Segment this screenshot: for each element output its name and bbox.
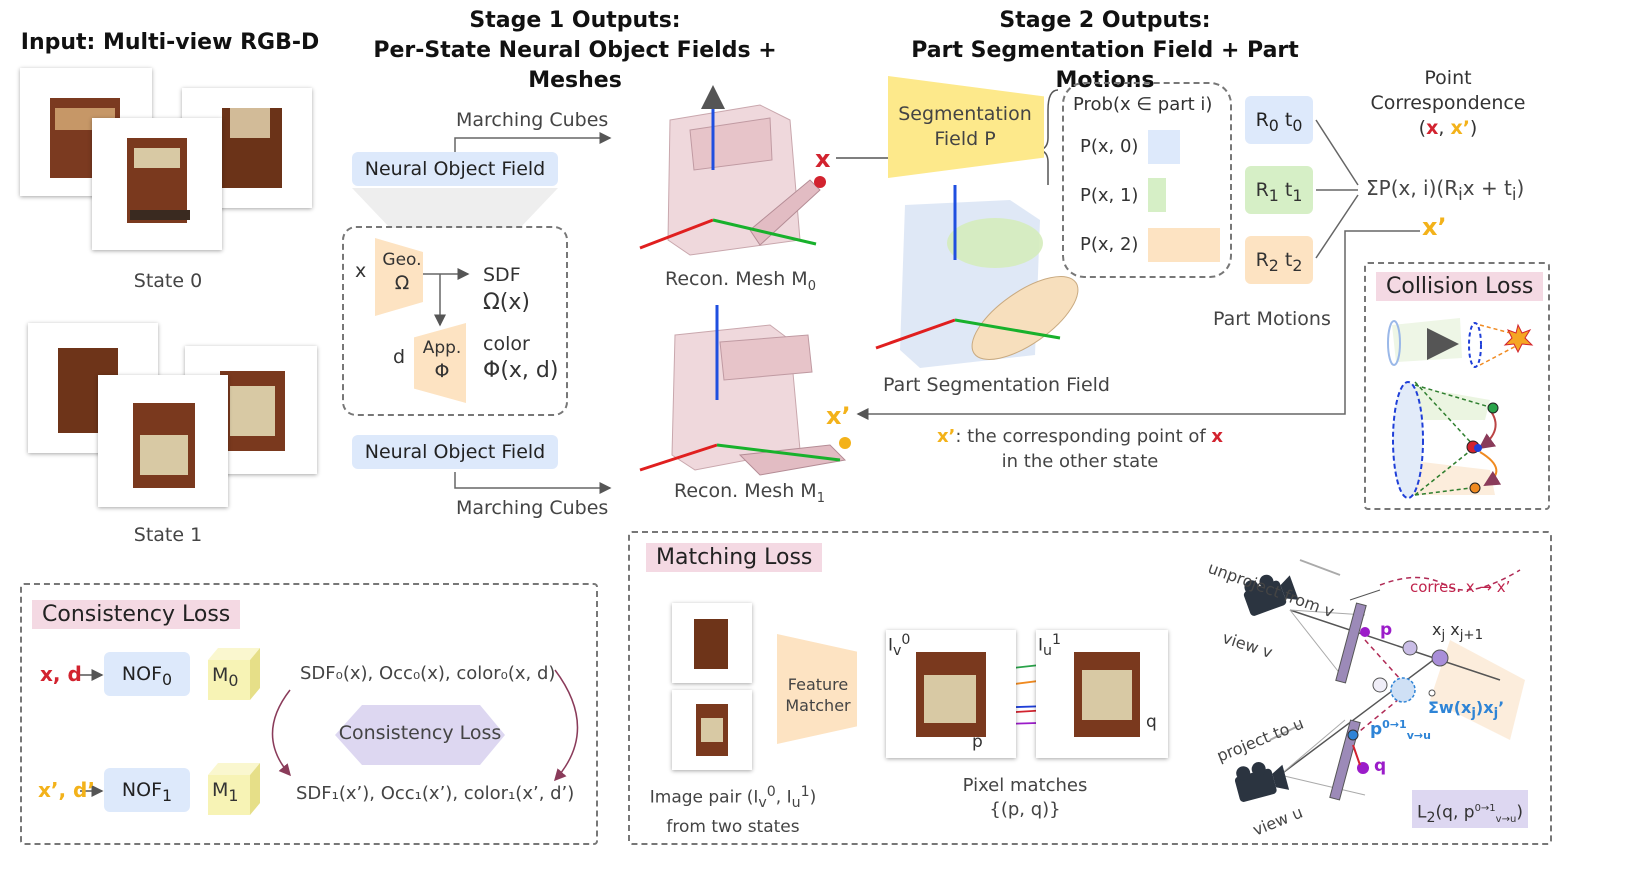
nof-detail-box [342, 226, 568, 416]
xj-label: xj xj+1 [1432, 620, 1484, 644]
marching-cubes-bottom-label: Marching Cubes [456, 497, 609, 519]
pixel-image-u [1036, 630, 1168, 758]
corres-label: corres. x → x’ [1410, 578, 1511, 596]
nof-input-d: d [393, 346, 406, 368]
p2-swatch [1148, 228, 1220, 262]
m0-label: M0 [212, 664, 239, 690]
app-symbol: Φ [434, 360, 450, 382]
consistency-center-label: Consistency Loss [338, 722, 502, 744]
m1-label: M1 [212, 779, 239, 805]
iv-label: Iv0 [888, 632, 911, 660]
ray-p-label: p [1380, 620, 1393, 640]
mesh1-drawing [639, 305, 851, 476]
match-q-label: q [1146, 712, 1157, 732]
part-motions-label: Part Motions [1213, 308, 1331, 330]
weighted-sum-label: Σw(xj)xj’ [1428, 698, 1505, 722]
feature-matcher-label: Feature Matcher [785, 675, 851, 715]
mesh1-label: Recon. Mesh M1 [674, 480, 825, 506]
input-photo-s1-c [98, 375, 228, 507]
stage2-title: Stage 2 Outputs: Part Segmentation Field… [870, 6, 1340, 96]
geo-label: Geo. [382, 250, 422, 270]
part-seg-drawing [875, 185, 1079, 368]
segmentation-field-label: Segmentation Field P [898, 103, 1032, 150]
motion-r0-t0: R0 t0 [1245, 96, 1313, 144]
consistency-line1: SDF₁(x’), Occ₁(x’), color₁(x’, d’) [296, 783, 575, 804]
nof-input-x: x [355, 260, 367, 282]
input-photo-s0-c [92, 118, 222, 250]
motion-r2-t2: R2 t2 [1245, 236, 1313, 284]
consistency-loss-box [20, 583, 598, 845]
color-expr: Φ(x, d) [483, 358, 559, 383]
sdf-label: SDF [483, 264, 521, 286]
consistency-line0: SDF₀(x), Occ₀(x), color₀(x, d) [300, 663, 556, 684]
p1-swatch [1148, 178, 1166, 212]
correspondence-note: x’: the corresponding point of x in the … [936, 426, 1224, 472]
marching-cubes-bottom-arrow [454, 472, 612, 494]
pvu-label: p0→1v→u [1370, 718, 1431, 743]
collision-drawing [1387, 318, 1534, 499]
cube-m1 [208, 763, 260, 815]
l2-loss-box: L2(q, p0→1v→u) [1412, 790, 1528, 828]
camera-v-icon [1243, 574, 1299, 616]
pixel-matches-label: Pixel matches {(p, q)} [962, 775, 1088, 820]
image-pair-label: Image pair (Iv0, Iu1) from two states [649, 784, 817, 838]
camera-u-icon [1234, 762, 1290, 802]
consistency-input1: x’, d’ [38, 778, 95, 802]
part-seg-field-label: Part Segmentation Field [883, 374, 1110, 396]
mesh0-point-x: x [815, 145, 831, 173]
nof-zoom-funnel [352, 188, 558, 228]
matching-loss-title: Matching Loss [646, 543, 823, 572]
nof1-box: NOF1 [104, 768, 190, 812]
geo-symbol: Ω [394, 272, 410, 294]
collision-loss-title: Collision Loss [1376, 272, 1544, 301]
sum-formula: ΣP(x, i)(Rix + ti) [1366, 176, 1525, 204]
prob-box [1062, 82, 1232, 278]
neural-object-field-top: Neural Object Field [352, 152, 558, 186]
app-label: App. [422, 338, 462, 358]
stage1-title: Stage 1 Outputs: Per-State Neural Object… [340, 6, 810, 96]
ray-q-label: q [1374, 756, 1387, 776]
stage2-title-line2: Part Segmentation Field + Part Motions [911, 38, 1299, 93]
p0-label: P(x, 0) [1080, 136, 1139, 157]
consistency-input0: x, d [40, 662, 82, 686]
neural-object-field-bottom: Neural Object Field [352, 435, 558, 469]
pair-image-1 [672, 690, 752, 770]
correspondence-return-arrow [856, 230, 1420, 420]
feature-matcher-shape [777, 634, 857, 744]
input-title: Input: Multi-view RGB-D [20, 30, 320, 55]
collision-loss-box [1364, 262, 1550, 510]
mesh0-drawing [639, 85, 826, 256]
matching-loss-box [628, 531, 1552, 845]
nof0-box: NOF0 [104, 652, 190, 696]
prob-brace [1039, 89, 1059, 185]
state0-label: State 0 [133, 270, 203, 292]
sum-result-xprime: x’ [1422, 213, 1447, 241]
app-network [414, 323, 466, 403]
consistency-loss-title: Consistency Loss [32, 600, 241, 629]
color-label: color [483, 333, 530, 355]
p1-label: P(x, 1) [1080, 185, 1139, 206]
reprojection-drawing [1269, 559, 1525, 801]
stage2-title-line1: Stage 2 Outputs: [999, 8, 1211, 33]
sdf-expr: Ω(x) [483, 290, 530, 315]
prob-label: Prob(x ∈ part i) [1073, 94, 1213, 115]
mesh1-point-xprime: x’ [826, 402, 851, 430]
pair-image-0 [672, 603, 752, 683]
iu-label: Iu1 [1038, 632, 1062, 660]
point-correspondence-label: Point Correspondence (x, x’) [1370, 67, 1526, 139]
state1-label: State 1 [133, 524, 203, 546]
match-p-label: p [972, 732, 983, 752]
motion-r1-t1: R1 t1 [1245, 166, 1313, 214]
mesh0-label: Recon. Mesh M0 [665, 268, 816, 294]
p2-label: P(x, 2) [1080, 234, 1139, 255]
consistency-hexagon [335, 705, 505, 765]
p0-swatch [1148, 130, 1180, 164]
marching-cubes-top-label: Marching Cubes [456, 109, 609, 131]
stage1-title-line1: Stage 1 Outputs: [469, 8, 681, 33]
stage1-title-line2: Per-State Neural Object Fields + Meshes [373, 38, 777, 93]
pixel-image-v [886, 630, 1016, 758]
geo-network [375, 238, 423, 316]
cube-m0 [208, 648, 260, 700]
